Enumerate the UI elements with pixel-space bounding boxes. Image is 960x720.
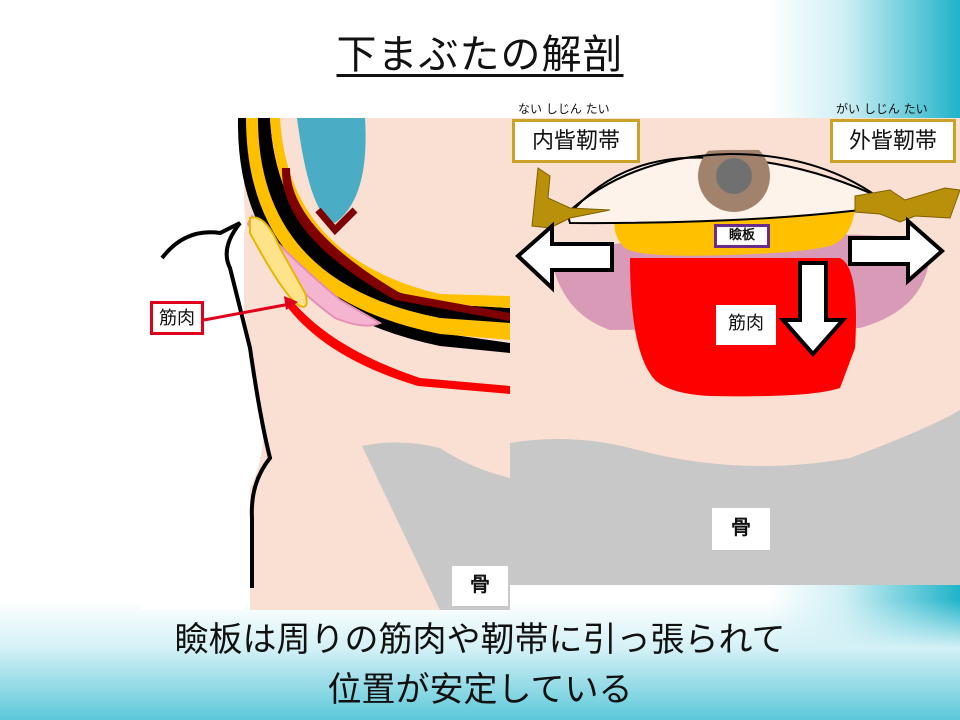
orbicularis-muscle-line xyxy=(285,298,510,394)
inner-ligament-reading: ない しじん たい xyxy=(518,102,610,116)
arrow-down-icon xyxy=(778,261,848,358)
caption-line-1: 瞼板は周りの筋肉や靭帯に引っ張られて xyxy=(174,620,786,660)
outer-canthal-ligament xyxy=(854,187,960,223)
background-gradient xyxy=(0,600,960,720)
tarsal-plate-label: 瞼板 xyxy=(714,224,770,248)
muscle-label-left: 筋肉 xyxy=(150,301,204,335)
cornea-tip xyxy=(315,207,358,236)
inner-canthal-ligament xyxy=(531,167,611,229)
retractor-muscle xyxy=(281,168,510,321)
bone-region-right xyxy=(510,410,960,585)
front-view-diagram xyxy=(510,118,960,585)
cornea xyxy=(297,118,366,223)
arrow-left-icon xyxy=(515,221,614,293)
face-profile-line xyxy=(160,221,273,588)
arrow-right-icon xyxy=(848,216,946,286)
tarsal-plate-side xyxy=(249,216,308,308)
pointer-arrow-line xyxy=(203,302,291,322)
page-title: 下まぶたの解剖 xyxy=(336,32,624,78)
bone-label-right: 骨 xyxy=(712,508,770,550)
bone-label-left: 骨 xyxy=(452,566,508,606)
inner-ligament-label: 内眥靭帯 xyxy=(512,119,640,163)
caption-line-2: 位置が安定している xyxy=(327,670,633,710)
upper-lid-line xyxy=(565,152,883,215)
pupil xyxy=(716,158,752,194)
side-section-diagram xyxy=(140,118,510,610)
outer-ligament-reading: がい しじん たい xyxy=(836,102,928,116)
pointer-arrow-head xyxy=(284,296,298,310)
outer-ligament-label: 外眥靭帯 xyxy=(830,119,956,163)
muscle-label-right: 筋肉 xyxy=(716,305,776,345)
upper-lid-skin xyxy=(550,128,920,208)
